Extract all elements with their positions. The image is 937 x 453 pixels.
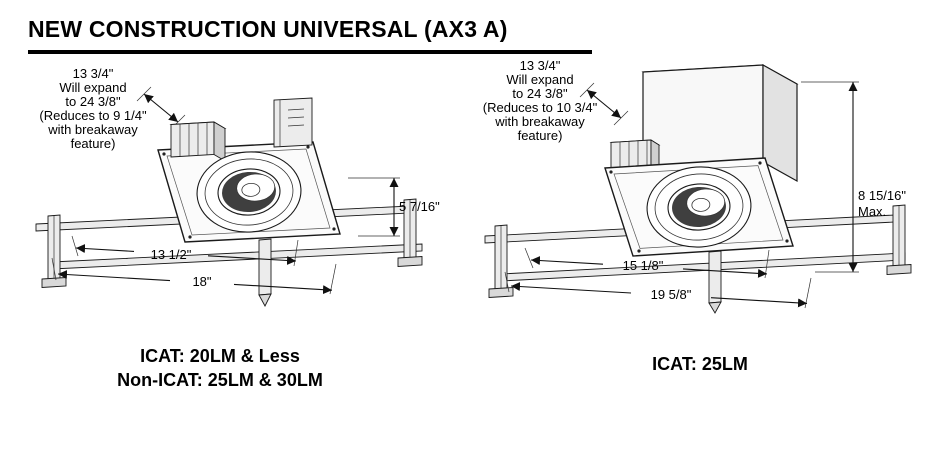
inner-width-label: 13 1/2": [151, 247, 192, 262]
hanger-bracket-right: [886, 204, 912, 275]
outer-width-dimension: 19 5/8": [504, 271, 812, 309]
page-title: NEW CONSTRUCTION UNIVERSAL (AX3 A): [28, 16, 508, 42]
expansion-note: 13 3/4" Will expand to 24 3/8" (Reduces …: [483, 58, 598, 143]
caption-line: ICAT: 20LM & Less: [140, 346, 300, 366]
fixture-diagram-icat-20lm: 13 3/4" Will expand to 24 3/8" (Reduces …: [35, 66, 440, 307]
outer-width-label: 19 5/8": [651, 287, 692, 302]
note-line: 13 3/4": [520, 58, 561, 73]
note-line: with breakaway: [494, 114, 585, 129]
note-line: (Reduces to 10 3/4": [483, 100, 598, 115]
socket-bracket-plate: [273, 97, 313, 148]
inner-width-dimension: 13 1/2": [71, 235, 299, 267]
height-dimension: 5 7/16": [348, 177, 440, 237]
note-line: (Reduces to 9 1/4": [39, 108, 147, 123]
height-dim-suffix: Max.: [858, 204, 886, 219]
nail-plate: [258, 238, 272, 307]
outer-width-dimension: 18": [51, 257, 337, 295]
expansion-note: 13 3/4" Will expand to 24 3/8" (Reduces …: [39, 66, 147, 151]
junction-box: [169, 121, 227, 162]
note-line: with breakaway: [47, 122, 138, 137]
note-line: Will expand: [506, 72, 573, 87]
expansion-dimension-arrow: [579, 82, 629, 126]
note-line: feature): [518, 128, 563, 143]
caption-line: Non-ICAT: 25LM & 30LM: [117, 370, 323, 391]
plenum-box: [641, 63, 799, 183]
inner-width-dimension: 15 1/8": [524, 247, 770, 279]
inner-width-label: 15 1/8": [623, 258, 664, 273]
note-line: Will expand: [59, 80, 126, 95]
outer-width-label: 18": [192, 274, 211, 289]
fixture-diagram-icat-25lm: 13 3/4" Will expand to 24 3/8" (Reduces …: [483, 58, 912, 314]
note-line: to 24 3/8": [65, 94, 121, 109]
note-line: to 24 3/8": [512, 86, 568, 101]
aperture-ring: [196, 151, 302, 233]
title-underline: [28, 50, 592, 54]
aperture-ring: [646, 166, 752, 248]
height-dimension: 8 15/16" Max.: [801, 81, 906, 273]
hanger-bracket-left: [488, 224, 514, 298]
hanger-bracket-right: [397, 198, 423, 267]
height-dim-label: 8 15/16": [858, 188, 906, 203]
caption-left: ICAT: 20LM & Less Non-ICAT: 25LM & 30LM: [40, 344, 400, 393]
caption-right: ICAT: 25LM: [530, 352, 870, 376]
note-line: 13 3/4": [73, 66, 114, 81]
height-dim-label: 5 7/16": [399, 199, 440, 214]
nail-plate: [708, 250, 722, 314]
note-line: feature): [71, 136, 116, 151]
caption-line: ICAT: 25LM: [652, 354, 748, 374]
